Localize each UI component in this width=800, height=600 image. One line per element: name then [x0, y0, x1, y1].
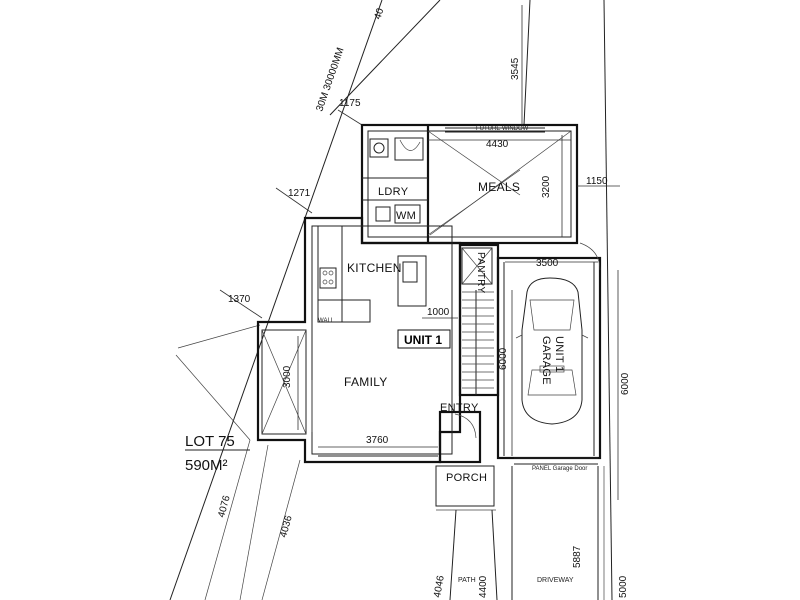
- dim-garage-depth-outer: 6000: [620, 372, 631, 395]
- dim-setback-1175: 1175: [339, 98, 361, 109]
- room-label-path: PATH: [458, 577, 476, 584]
- note-future-window: FUTURE WINDOW: [476, 126, 529, 132]
- note-kitchen-wall: WALL: [318, 318, 335, 324]
- dim-bay-depth: 3000: [282, 365, 293, 388]
- room-label-wm: WM: [396, 210, 416, 222]
- dim-rear-setback: 3545: [510, 57, 521, 80]
- lot-area: 590M²: [185, 457, 228, 474]
- room-label-meals: MEALS: [478, 180, 520, 194]
- dim-driveway-5887: 5887: [572, 545, 583, 568]
- unit-label-box: [397, 329, 451, 349]
- dim-garage-width: 3500: [536, 258, 559, 269]
- dimension-lines: [297, 5, 620, 500]
- room-label-pantry: PANTRY: [475, 252, 486, 293]
- dim-setback-1271: 1271: [288, 188, 311, 199]
- dim-family-width: 3760: [366, 435, 389, 446]
- note-garage-door: PANEL Garage Door: [532, 466, 587, 472]
- room-label-ldry: LDRY: [378, 186, 409, 198]
- dim-frontage-4036: 4036: [278, 514, 294, 539]
- laundry-fixtures: [369, 137, 424, 224]
- room-label-kitchen: KITCHEN: [347, 261, 402, 275]
- path-driveway-lines: [449, 466, 605, 600]
- dim-path-4400: 4400: [478, 575, 489, 598]
- dim-meals-depth: 3200: [541, 175, 552, 198]
- dim-driveway-5000: 5000: [618, 575, 629, 598]
- dim-meals-width: 4430: [486, 139, 509, 150]
- room-label-garage-line2: GARAGE: [540, 336, 552, 385]
- room-label-garage-line1: UNIT 1: [553, 336, 565, 372]
- dim-kitchen-offset: 1000: [427, 307, 450, 318]
- dim-garage-depth-inner: 6000: [498, 347, 509, 370]
- room-label-entry: ENTRY: [440, 402, 479, 414]
- unit-label: UNIT 1: [404, 333, 442, 347]
- dim-frontage-4076: 4076: [216, 494, 232, 519]
- lot-name: LOT 75: [185, 433, 235, 450]
- dim-path-4046: 4046: [432, 574, 447, 598]
- room-label-driveway: DRIVEWAY: [537, 577, 574, 584]
- dim-side-setback: 1150: [586, 176, 608, 187]
- meals-laundry-walls: [360, 123, 579, 245]
- setback-dimension-lines: [219, 109, 363, 319]
- dim-setback-1370: 1370: [228, 294, 251, 305]
- kitchen-family-walls: [256, 216, 462, 464]
- dim-top-40: 40: [372, 6, 386, 21]
- garage-door: [514, 457, 598, 465]
- room-label-family: FAMILY: [344, 375, 388, 389]
- room-label-porch: PORCH: [446, 472, 487, 484]
- lot-boundary: [169, 0, 613, 600]
- stair-treads: [462, 291, 494, 389]
- car-outline: [515, 277, 589, 425]
- entry-porch-walls: [435, 410, 496, 511]
